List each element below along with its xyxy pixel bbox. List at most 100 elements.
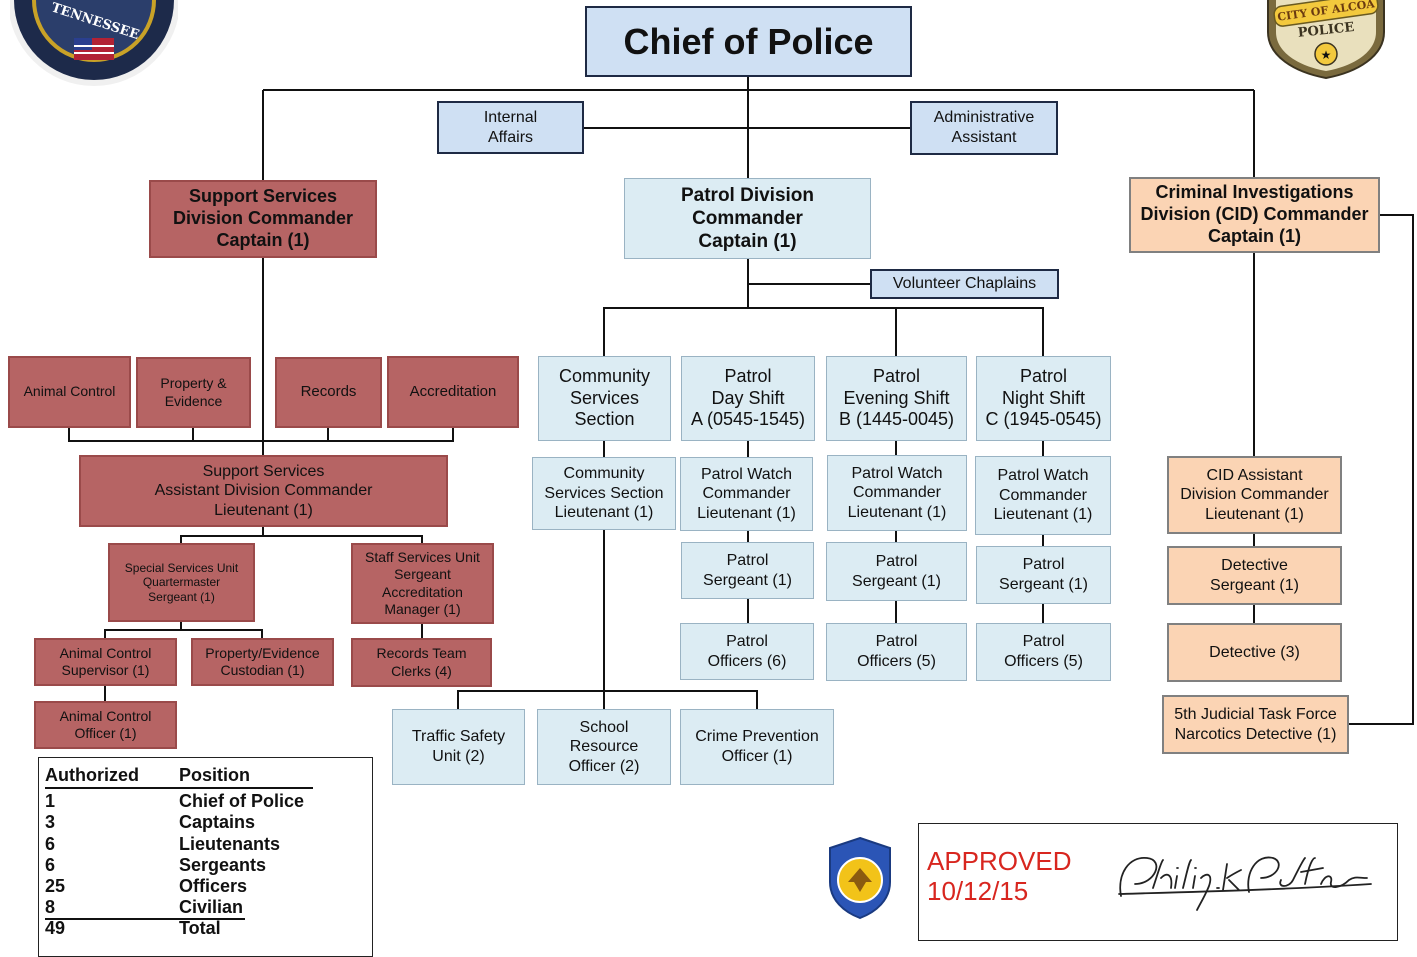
staff-services-unit-label: Staff Services Unit Sergeant Accreditati… <box>365 549 480 617</box>
animal-control-box: Animal Control <box>8 356 131 428</box>
property-evidence-custodian-label: Property/Evidence Custodian (1) <box>205 644 320 678</box>
records-team-clerks-label: Records Team Clerks (4) <box>376 645 467 679</box>
records-box: Records <box>275 357 382 428</box>
patrol-sergeant-b-box: Patrol Sergeant (1) <box>826 542 967 601</box>
patrol-division-commander-box: Patrol Division Commander Captain (1) <box>624 178 871 259</box>
patrol-sergeant-b-label: Patrol Sergeant (1) <box>852 552 941 590</box>
legend-row: 1 Chief of Police <box>45 791 305 811</box>
community-services-section-box: Community Services Section <box>538 356 671 441</box>
approval-stamp: APPROVED 10/12/15 <box>927 846 1072 906</box>
animal-control-supervisor-box: Animal Control Supervisor (1) <box>34 638 177 686</box>
legend-header-row: Authorized Position <box>45 765 313 789</box>
patrol-sergeant-c-label: Patrol Sergeant (1) <box>999 556 1088 593</box>
volunteer-chaplains-label: Volunteer Chaplains <box>892 275 1037 293</box>
community-services-lieutenant-label: Community Services Section Lieutenant (1… <box>544 465 664 522</box>
legend-total-row: 49 Total <box>45 918 345 939</box>
chief-of-police-box: Chief of Police <box>585 6 912 77</box>
animal-control-officer-label: Animal Control Officer (1) <box>59 707 152 741</box>
patrol-day-shift-label: Patrol Day Shift A (0545-1545) <box>690 365 806 430</box>
animal-control-supervisor-label: Animal Control Supervisor (1) <box>59 644 152 678</box>
svg-text:★: ★ <box>1321 48 1332 62</box>
watch-commander-b-box: Patrol Watch Commander Lieutenant (1) <box>827 455 967 531</box>
cid-assistant-commander-label: CID Assistant Division Commander Lieuten… <box>1180 466 1329 523</box>
task-force-detective-label: 5th Judicial Task Force Narcotics Detect… <box>1174 705 1337 743</box>
community-services-section-label: Community Services Section <box>558 365 651 430</box>
volunteer-chaplains-box: Volunteer Chaplains <box>870 269 1059 299</box>
cid-commander-box: Criminal Investigations Division (CID) C… <box>1129 177 1380 253</box>
support-asst-commander-box: Support Services Assistant Division Comm… <box>79 455 448 527</box>
school-resource-officer-label: School Resource Officer (2) <box>568 718 640 775</box>
tennessee-seal-icon: TENNESSEE <box>10 0 178 86</box>
patrol-sergeant-c-box: Patrol Sergeant (1) <box>976 546 1111 604</box>
task-force-detective-box: 5th Judicial Task Force Narcotics Detect… <box>1162 695 1349 754</box>
animal-control-officer-box: Animal Control Officer (1) <box>34 701 177 749</box>
property-evidence-custodian-box: Property/Evidence Custodian (1) <box>191 638 334 686</box>
patrol-division-commander-label: Patrol Division Commander Captain (1) <box>680 184 815 253</box>
patrol-sergeant-a-label: Patrol Sergeant (1) <box>703 551 792 589</box>
accreditation-seal-icon <box>829 836 891 920</box>
traffic-safety-unit-box: Traffic Safety Unit (2) <box>392 709 525 785</box>
detective-label: Detective (3) <box>1209 643 1300 661</box>
legend-row: 3 Captains <box>45 812 256 832</box>
support-services-commander-box: Support Services Division Commander Capt… <box>149 180 377 258</box>
accreditation-label: Accreditation <box>409 382 497 400</box>
patrol-evening-shift-label: Patrol Evening Shift B (1445-0045) <box>838 365 955 430</box>
legend-total-position: Total <box>179 918 221 938</box>
staffing-legend-table: Authorized Position 1 Chief of Police 3 … <box>38 757 373 957</box>
accreditation-box: Accreditation <box>387 356 519 428</box>
patrol-officers-b-label: Patrol Officers (5) <box>857 633 936 670</box>
property-evidence-box: Property & Evidence <box>136 357 251 428</box>
legend-header-authorized: Authorized <box>45 765 139 785</box>
records-team-clerks-box: Records Team Clerks (4) <box>351 638 492 687</box>
special-services-unit-box: Special Services Unit Quartermaster Serg… <box>108 543 255 622</box>
patrol-sergeant-a-box: Patrol Sergeant (1) <box>681 542 814 599</box>
detective-sergeant-label: Detective Sergeant (1) <box>1210 556 1299 594</box>
legend-row: 8 Civilian <box>45 897 245 920</box>
patrol-officers-b-box: Patrol Officers (5) <box>826 623 967 681</box>
watch-commander-a-label: Patrol Watch Commander Lieutenant (1) <box>697 465 796 522</box>
support-asst-commander-label: Support Services Assistant Division Comm… <box>154 462 373 519</box>
internal-affairs-box: Internal Affairs <box>437 101 584 154</box>
patrol-night-shift-label: Patrol Night Shift C (1945-0545) <box>985 365 1102 430</box>
admin-assistant-label: Administrative Assistant <box>933 109 1035 146</box>
approval-box: APPROVED 10/12/15 <box>918 823 1398 941</box>
chief-of-police-label: Chief of Police <box>623 20 874 62</box>
support-services-commander-label: Support Services Division Commander Capt… <box>172 186 354 250</box>
records-label: Records <box>300 383 357 401</box>
patrol-night-shift-box: Patrol Night Shift C (1945-0545) <box>976 356 1111 441</box>
legend-row: 6 Lieutenants <box>45 834 281 854</box>
staff-services-unit-box: Staff Services Unit Sergeant Accreditati… <box>351 543 494 624</box>
watch-commander-b-label: Patrol Watch Commander Lieutenant (1) <box>847 464 947 521</box>
community-services-lieutenant-box: Community Services Section Lieutenant (1… <box>532 457 676 530</box>
legend-row: 6 Sergeants <box>45 855 267 875</box>
property-evidence-label: Property & Evidence <box>160 375 227 409</box>
crime-prevention-officer-box: Crime Prevention Officer (1) <box>680 709 834 785</box>
detective-sergeant-box: Detective Sergeant (1) <box>1167 546 1342 605</box>
special-services-unit-label: Special Services Unit Quartermaster Serg… <box>124 560 239 604</box>
approved-date: 10/12/15 <box>927 876 1029 907</box>
watch-commander-a-box: Patrol Watch Commander Lieutenant (1) <box>680 457 813 531</box>
cid-assistant-commander-box: CID Assistant Division Commander Lieuten… <box>1167 456 1342 534</box>
school-resource-officer-box: School Resource Officer (2) <box>537 709 671 785</box>
alcoa-police-badge-icon: CITY OF ALCOA POLICE ★ <box>1267 0 1385 80</box>
detective-box: Detective (3) <box>1167 623 1342 682</box>
admin-assistant-box: Administrative Assistant <box>910 101 1058 155</box>
legend-total-authorized: 49 <box>45 918 66 938</box>
animal-control-label: Animal Control <box>23 383 116 400</box>
patrol-evening-shift-box: Patrol Evening Shift B (1445-0045) <box>826 356 967 441</box>
handwritten-signature <box>1118 856 1372 911</box>
patrol-officers-c-label: Patrol Officers (5) <box>1004 633 1083 670</box>
patrol-officers-a-box: Patrol Officers (6) <box>680 623 814 680</box>
legend-row: 25 Officers <box>45 876 248 896</box>
internal-affairs-label: Internal Affairs <box>483 108 538 146</box>
patrol-officers-c-box: Patrol Officers (5) <box>976 623 1111 681</box>
badge-text-police: POLICE <box>1297 20 1355 41</box>
watch-commander-c-label: Patrol Watch Commander Lieutenant (1) <box>993 467 1093 524</box>
crime-prevention-officer-label: Crime Prevention Officer (1) <box>695 728 819 765</box>
cid-commander-label: Criminal Investigations Division (CID) C… <box>1140 182 1369 246</box>
patrol-day-shift-box: Patrol Day Shift A (0545-1545) <box>681 356 815 441</box>
approved-label: APPROVED <box>927 846 1072 876</box>
patrol-officers-a-label: Patrol Officers (6) <box>707 632 787 670</box>
traffic-safety-unit-label: Traffic Safety Unit (2) <box>411 728 506 765</box>
